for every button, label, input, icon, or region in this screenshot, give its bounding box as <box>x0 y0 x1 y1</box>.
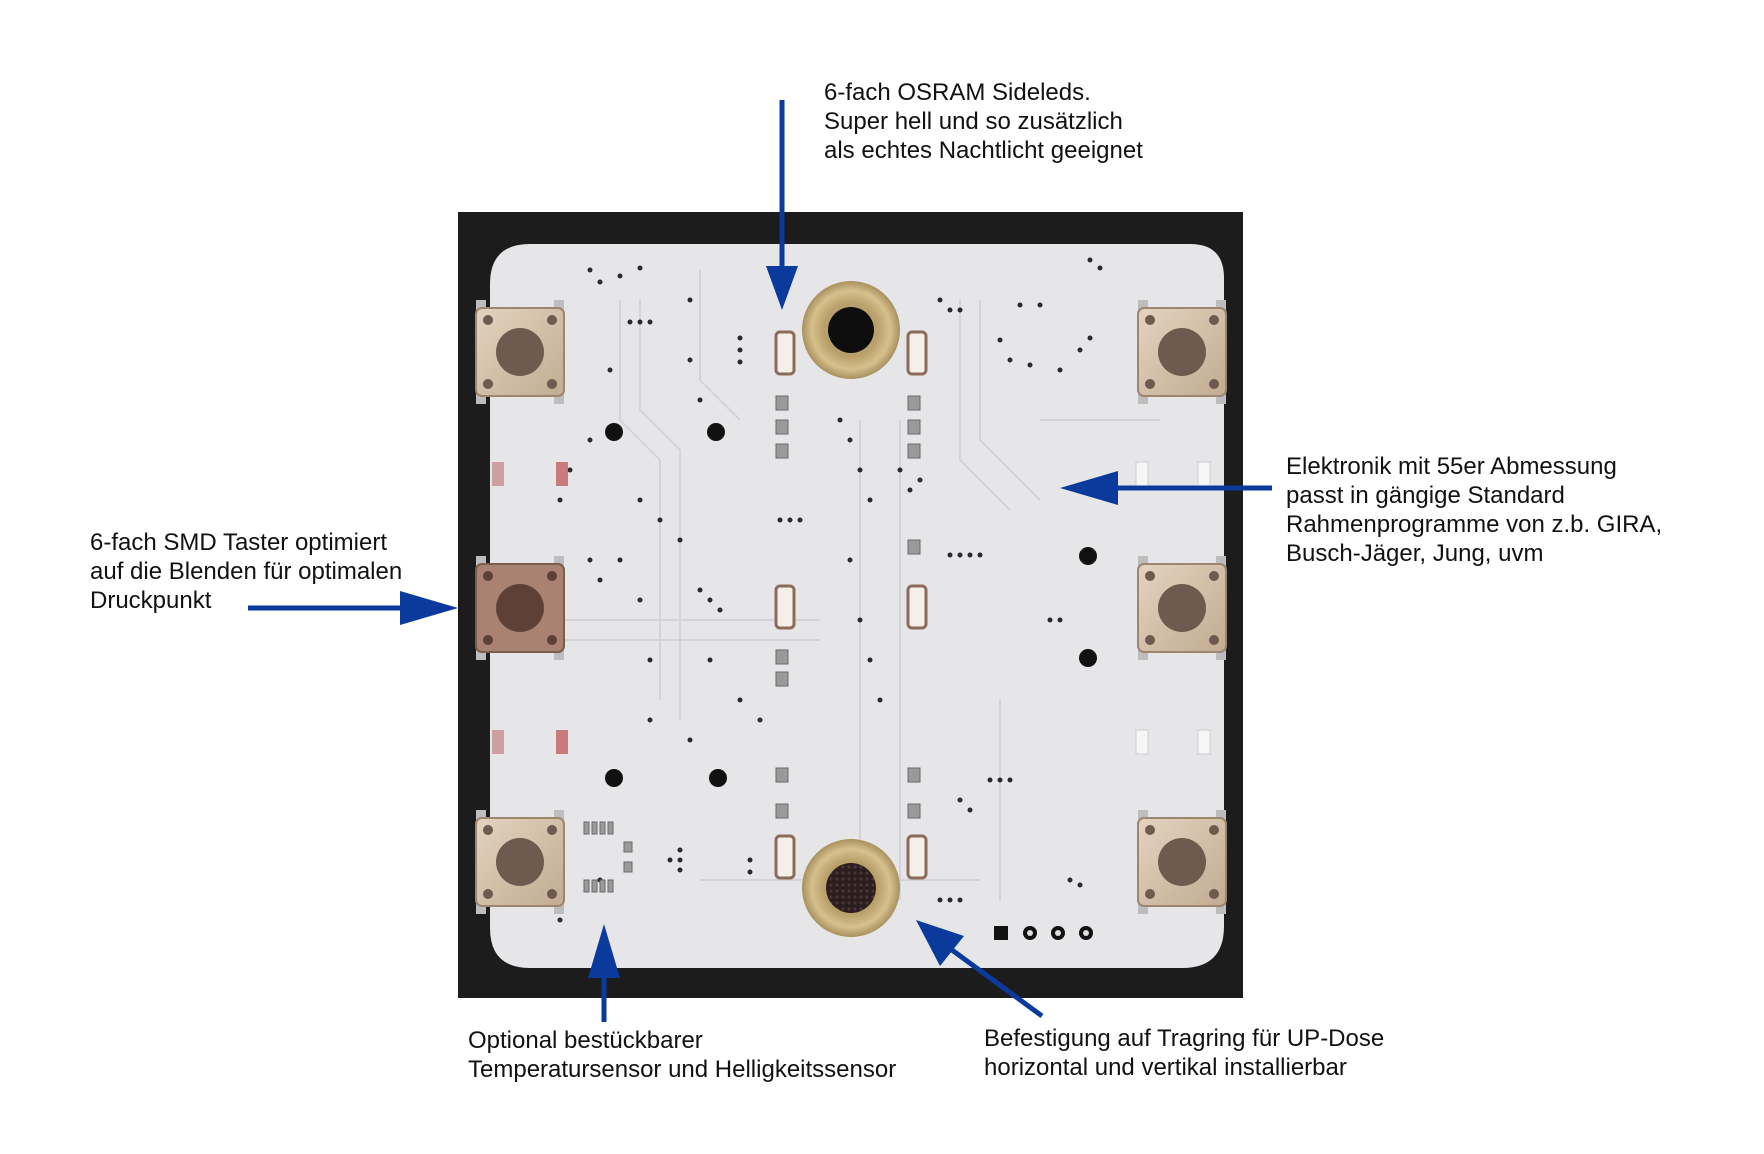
side-led <box>774 584 796 630</box>
callout-line: 6-fach OSRAM Sideleds. <box>824 79 1091 106</box>
callout-line: Elektronik mit 55er Abmessung <box>1286 453 1617 480</box>
callout-line: als echtes Nachtlicht geeignet <box>824 137 1143 164</box>
callout-line: 6-fach SMD Taster optimiert <box>90 529 387 556</box>
callout-line: horizontal und vertikal installierbar <box>984 1054 1347 1081</box>
callout-line: passt in gängige Standard <box>1286 482 1565 509</box>
side-led <box>906 834 928 880</box>
smd-button-mid-right <box>1137 556 1227 660</box>
callout-line: Optional bestückbarer <box>468 1027 703 1054</box>
smd-buttons <box>475 300 1227 914</box>
smd-button-bottom-right <box>1137 810 1227 914</box>
pcb-traces <box>560 270 1160 900</box>
callout-taster: 6-fach SMD Taster optimiert auf die Blen… <box>90 528 402 615</box>
arrow-befestigung <box>916 920 1044 1019</box>
smd-button-bottom-left <box>475 810 565 914</box>
arrow-sensor <box>588 924 620 1022</box>
callout-line: Super hell und so zusätzlich <box>824 108 1123 135</box>
callout-sideleds: 6-fach OSRAM Sideleds. Super hell und so… <box>824 78 1143 165</box>
smd-components <box>583 395 921 893</box>
mounting-hole-bottom <box>802 839 900 937</box>
callout-line: auf die Blenden für optimalen <box>90 558 403 585</box>
pcb-pads <box>492 461 1211 755</box>
smd-button-mid-left <box>475 556 565 660</box>
mounting-hole-top <box>802 281 900 379</box>
callout-line: Temperatursensor und Helligkeitssensor <box>468 1056 897 1083</box>
arrow-elektronik <box>1060 471 1272 505</box>
callout-line: Rahmenprogramme von z.b. GIRA, <box>1286 511 1663 538</box>
side-leds <box>774 330 928 880</box>
side-led <box>906 330 928 376</box>
side-led <box>906 584 928 630</box>
smd-button-top-right <box>1137 300 1227 404</box>
arrow-sideleds <box>766 100 798 310</box>
side-led <box>774 330 796 376</box>
connector-pads <box>994 926 1093 940</box>
pcb-vias <box>557 257 1103 923</box>
arrow-taster <box>248 591 458 625</box>
callout-sensor: Optional bestückbarer Temperatursensor u… <box>468 1026 896 1084</box>
pcb-through-holes <box>605 423 1097 787</box>
pcb-board <box>490 244 1224 968</box>
smd-button-top-left <box>475 300 565 404</box>
callout-line: Druckpunkt <box>90 587 212 614</box>
callout-line: Befestigung auf Tragring für UP-Dose <box>984 1025 1385 1052</box>
callout-befestigung: Befestigung auf Tragring für UP-Dose hor… <box>984 1024 1384 1082</box>
callout-elektronik: Elektronik mit 55er Abmessung passt in g… <box>1286 452 1662 568</box>
side-led <box>774 834 796 880</box>
callout-line: Busch-Jäger, Jung, uvm <box>1286 540 1544 567</box>
